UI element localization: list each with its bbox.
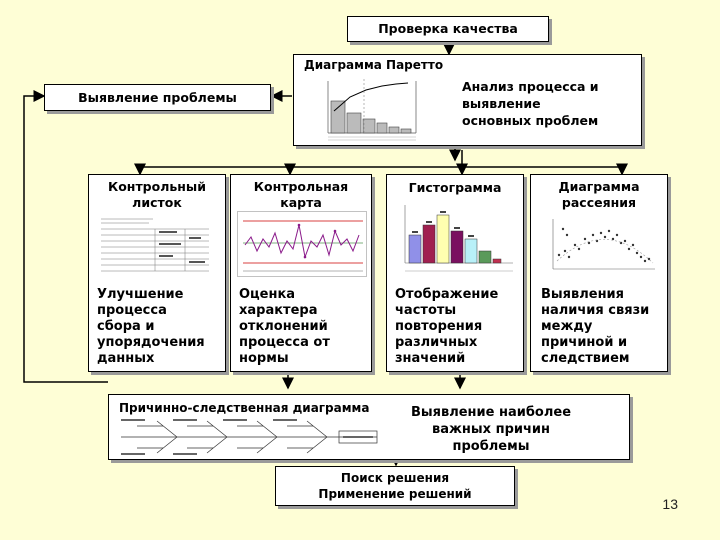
check-sheet-title-2: листок (132, 195, 182, 210)
control-chart-desc-line-1: Оценка (239, 287, 296, 302)
control-chart-desc-line-5: нормы (239, 351, 289, 366)
scatter-desc-line-4: причиной и (541, 335, 628, 350)
check-sheet-box: Контрольный листок Улучшение процесса сб… (88, 174, 226, 372)
histogram-desc-line-3: повторения (395, 319, 483, 334)
quality-check-box: Проверка качества (347, 16, 549, 42)
scatter-desc-line-2: наличия связи (541, 303, 650, 318)
scatter-thumbnail (545, 215, 659, 277)
control-chart-thumbnail (237, 211, 367, 277)
scatter-title-1: Диаграмма (558, 179, 640, 194)
solution-line-2: Применение решений (318, 487, 472, 501)
solution-line-1: Поиск решения (340, 471, 450, 485)
quality-check-title: Проверка качества (378, 21, 518, 36)
cause-effect-desc-line-2: важных причин (432, 422, 550, 437)
scatter-desc-line-3: между (541, 319, 593, 334)
histogram-box: Гистограмма Отображение частоты повторен… (386, 174, 524, 372)
control-chart-box: Контрольная карта Оценка характера откло… (230, 174, 372, 372)
scatter-diagram-box: Диаграмма рассеяния Выявления наличия св… (530, 174, 668, 372)
page-number: 13 (662, 496, 678, 512)
cause-effect-desc-line-3: проблемы (452, 439, 530, 454)
histogram-desc-line-1: Отображение (395, 287, 499, 302)
histogram-desc-line-2: частоты (395, 303, 457, 318)
control-chart-title-2: карта (280, 195, 322, 210)
pareto-desc-line-2: выявление (462, 96, 541, 111)
histogram-desc-line-5: значений (395, 351, 466, 366)
control-chart-title-1: Контрольная (253, 179, 349, 194)
problem-identification-box: Выявление проблемы (44, 84, 271, 111)
histogram-desc-line-4: различных (395, 335, 478, 350)
check-sheet-desc-line-3: сбора и (97, 319, 155, 334)
solution-box: Поиск решения Применение решений (275, 466, 515, 506)
check-sheet-desc-line-2: процесса (97, 303, 167, 318)
scatter-title-2: рассеяния (561, 195, 637, 210)
pareto-box: Диаграмма Паретто Анализ процесса и выяв… (293, 54, 642, 146)
check-sheet-desc-line-5: данных (97, 351, 155, 366)
cause-effect-desc-line-1: Выявление наиболее (410, 405, 572, 420)
control-chart-desc-line-4: процесса от (239, 335, 330, 350)
check-sheet-title-1: Контрольный (108, 179, 206, 194)
check-sheet-desc-line-1: Улучшение (97, 287, 184, 302)
scatter-desc-line-5: следствием (541, 351, 630, 366)
pareto-desc-line-1: Анализ процесса и (462, 79, 599, 94)
pareto-desc-line-3: основных проблем (462, 113, 599, 128)
fishbone-thumbnail (117, 417, 387, 457)
pareto-title: Диаграмма Паретто (304, 58, 444, 72)
cause-effect-title: Причинно-следственная диаграмма (119, 401, 370, 415)
scatter-desc-line-1: Выявления (541, 287, 625, 302)
histogram-title: Гистограмма (408, 180, 502, 195)
histogram-thumbnail (401, 201, 517, 277)
control-chart-desc-line-2: характера (239, 303, 318, 318)
control-chart-desc-line-3: отклонений (239, 319, 328, 334)
cause-effect-box: Причинно-следственная диаграмма Выявлени… (108, 394, 630, 460)
check-sheet-thumbnail (99, 213, 215, 279)
pareto-chart-thumbnail (304, 75, 424, 143)
check-sheet-desc-line-4: упорядочения (97, 335, 205, 350)
problem-identification-label: Выявление проблемы (78, 90, 237, 105)
